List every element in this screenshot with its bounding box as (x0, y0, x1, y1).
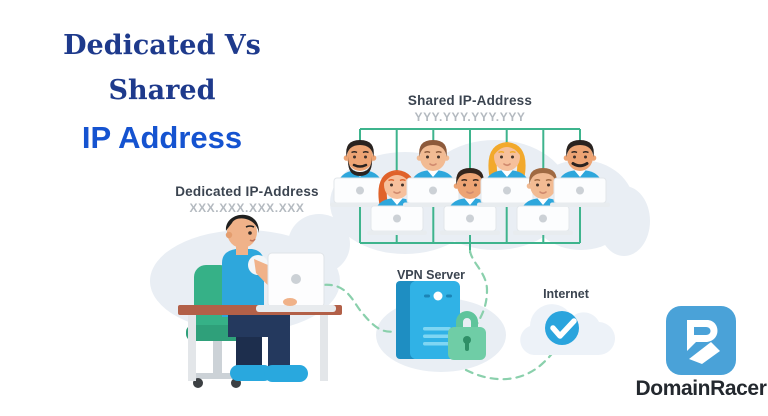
laptop-to-vpn-line (310, 283, 398, 333)
sitting-person (222, 214, 308, 382)
avatar-woman-blonde-hair (475, 130, 539, 208)
cloud-shape (598, 186, 650, 256)
laptop (256, 252, 336, 312)
vpn-to-internet-line (464, 339, 561, 381)
avatar-woman-red-hair (365, 158, 429, 236)
checkmark-icon (545, 311, 579, 345)
brand-logo-text: DomainRacer (635, 377, 767, 400)
internet-label: Internet (543, 287, 589, 301)
title-line-2: Shared (108, 74, 216, 106)
server-tower (396, 281, 460, 359)
vpn-server-illustration (396, 281, 486, 360)
grid-to-vpn-line (468, 249, 489, 326)
padlock-icon (448, 311, 486, 360)
title-line-1: Dedicated Vs (63, 30, 261, 61)
dedicated-user-illustration (178, 214, 342, 388)
title-block: Dedicated Vs Shared IP Address (28, 24, 296, 156)
shared-ip-value: YYY.YYY.YYY.YYY (414, 110, 526, 124)
brand-logo-mark-icon (666, 306, 736, 375)
dedicated-ip-value: XXX.XXX.XXX.XXX (189, 201, 305, 215)
avatar-man-dark-mustache (548, 130, 612, 208)
internet-cloud-illustration (520, 304, 615, 356)
shared-ip-label: Shared IP-Address (407, 93, 533, 108)
brand-logo: DomainRacer (634, 306, 768, 401)
avatar-man-dark-beard (328, 130, 392, 208)
stylized-r-icon (687, 319, 720, 364)
title-line-3: IP Address (81, 120, 243, 156)
vpn-server-label: VPN Server (396, 268, 466, 282)
dedicated-ip-label: Dedicated IP-Address (175, 184, 319, 199)
